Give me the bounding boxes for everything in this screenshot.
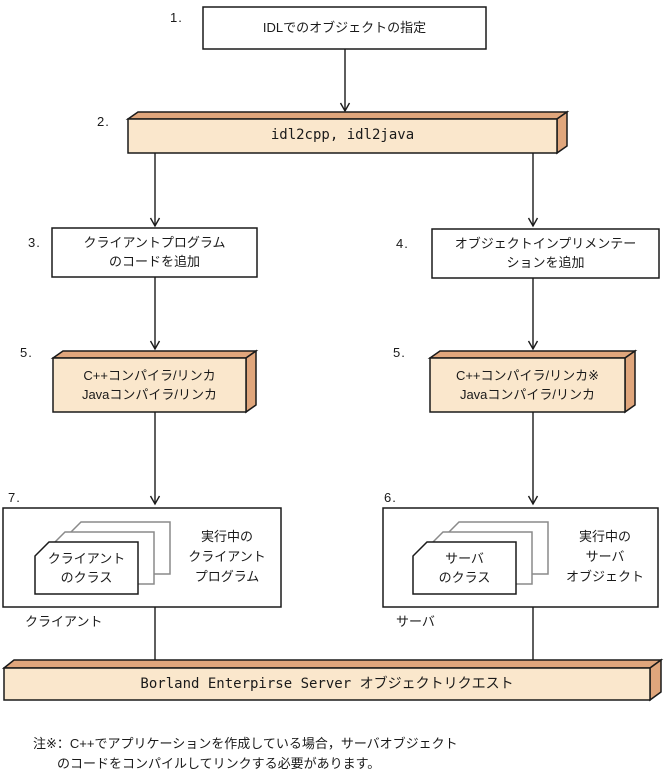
arrowhead-2-to-3: [149, 217, 161, 228]
server-class-card-label: サーバ のクラス: [438, 551, 491, 585]
client-code-box: [51, 227, 258, 278]
idl2-bar-side-face: [556, 110, 568, 155]
compiler-left-label: C++コンパイラ/リンカ Javaコンパイラ/リンカ: [81, 368, 218, 402]
client-runtime-side-label: 実行中の クライアント プログラム: [188, 529, 266, 584]
server-runtime-side-label: 実行中の サーバ オブジェクト: [565, 529, 644, 584]
step-number-7: 7.: [8, 490, 21, 505]
compiler-right-front-face: [429, 357, 626, 413]
footnote-line-2: のコードをコンパイルしてリンクする必要があります。: [57, 756, 381, 771]
arrowhead-2-to-4: [527, 217, 539, 228]
idl2-bar-label: idl2cpp, idl2java: [270, 127, 415, 143]
object-impl-box: [431, 228, 660, 279]
client-class-card-front: [34, 541, 139, 595]
bus-bar-label: Borland Enterpirse Server オブジェクトリクエスト: [140, 676, 514, 692]
idl-spec-box: [202, 6, 487, 50]
step-number-2: 2.: [97, 114, 110, 129]
compiler-left-front-face: [52, 357, 247, 413]
client-class-card-label: クライアント のクラス: [47, 551, 126, 585]
idl-spec-label: IDLでのオブジェクトの指定: [262, 20, 427, 35]
bus-bar-side-face: [649, 658, 662, 702]
arrowhead-3-to-5: [149, 340, 161, 351]
arrowhead-1-to-2: [339, 102, 351, 113]
step-number-1: 1.: [170, 10, 183, 25]
client-caption: クライアント: [25, 614, 103, 629]
compiler-right-top-face: [427, 350, 638, 359]
compiler-left-side-face: [245, 349, 257, 414]
step-number-4: 4.: [396, 236, 409, 251]
step-number-5-right: 5.: [393, 345, 406, 360]
bus-bar-front-face: [3, 667, 651, 701]
step-number-5-left: 5.: [20, 345, 33, 360]
arrowhead-4-to-5: [527, 340, 539, 351]
footnote-line-1: 注※：C++でアプリケーションを作成している場合，サーバオブジェクト: [33, 736, 458, 751]
idl2-bar-front-face: [127, 118, 558, 154]
idl2-bar-top-face: [125, 111, 570, 120]
client-code-label: クライアントプログラム のコードを追加: [83, 235, 226, 269]
arrowhead-5-to-6: [527, 495, 539, 506]
step-number-6: 6.: [384, 490, 397, 505]
arrowhead-5-to-7: [149, 495, 161, 506]
compiler-right-label: C++コンパイラ/リンカ※ Javaコンパイラ/リンカ: [455, 368, 600, 402]
step-number-3: 3.: [28, 235, 41, 250]
compiler-left-top-face: [50, 350, 259, 359]
server-class-card-front: [412, 541, 517, 595]
server-caption: サーバ: [396, 614, 435, 629]
compiler-right-side-face: [624, 349, 636, 414]
object-impl-label: オブジェクトインプリメンテー ションを追加: [454, 236, 637, 270]
bus-bar-top-face: [1, 659, 664, 669]
